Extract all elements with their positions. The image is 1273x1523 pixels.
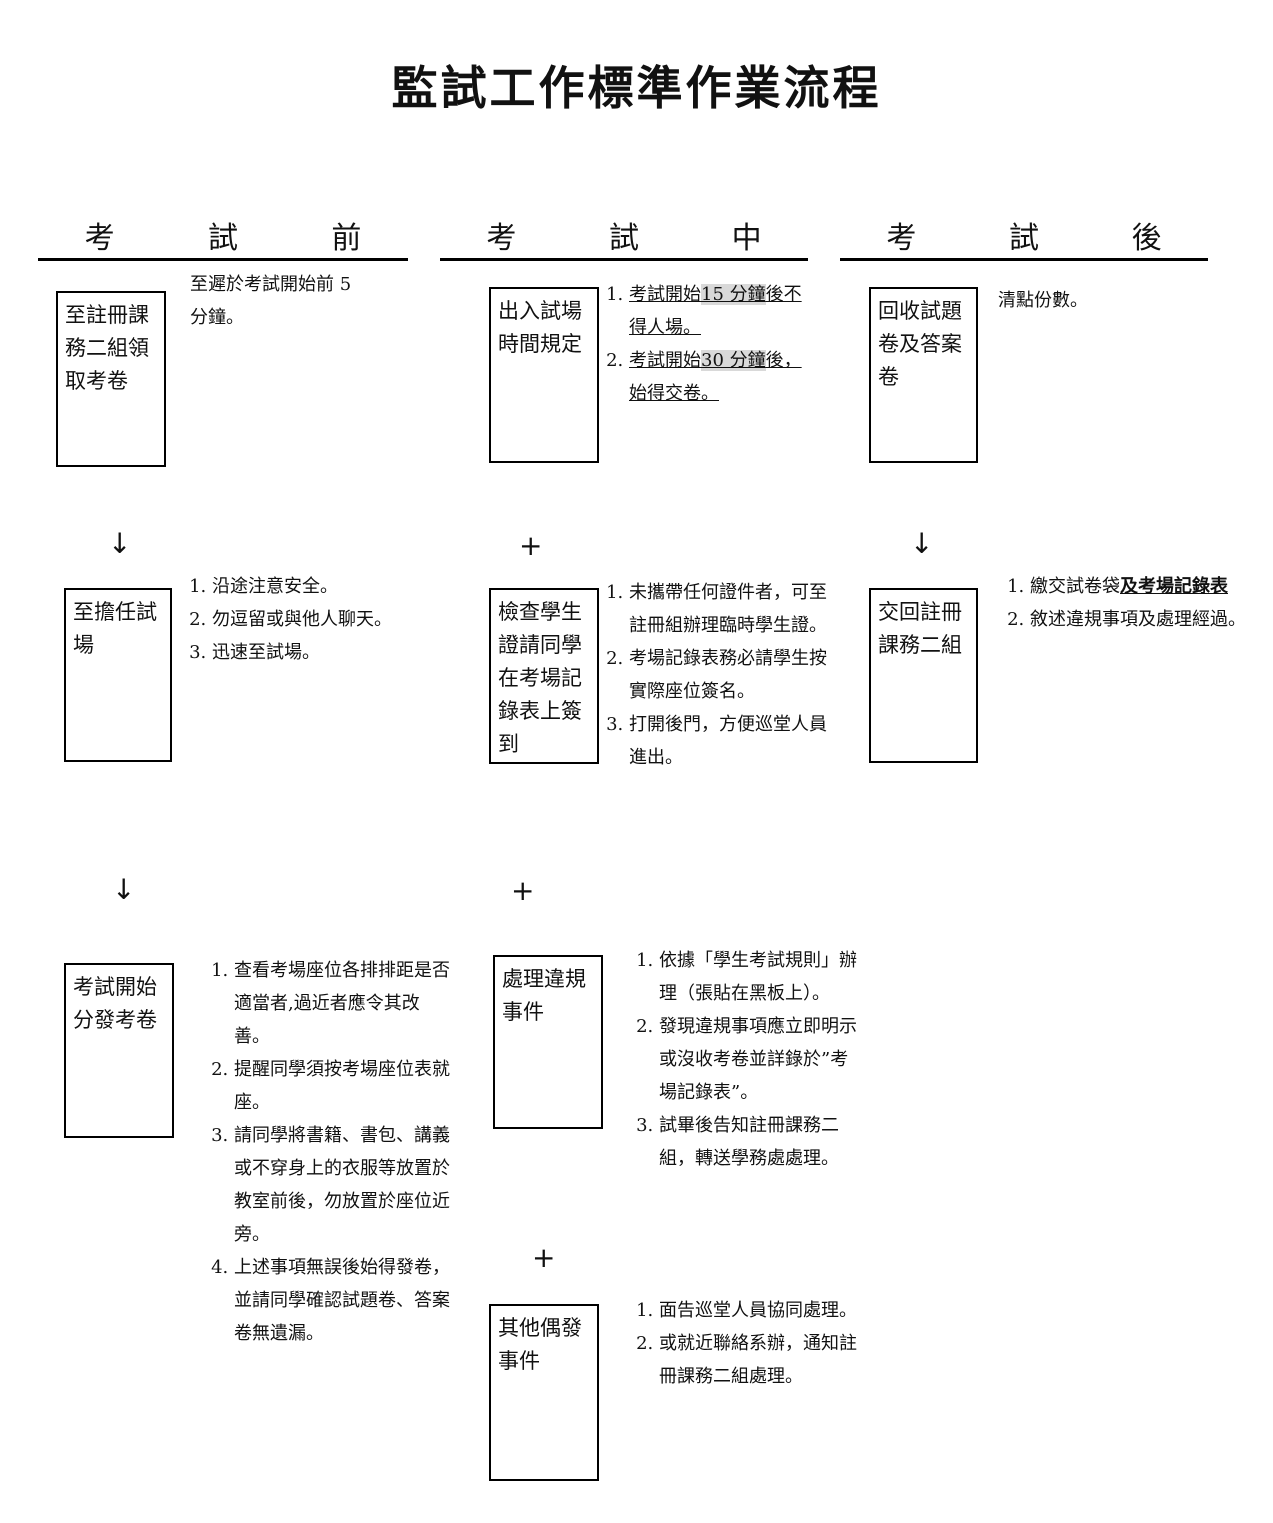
note-item: 敘述違規事項及處理經過。: [1030, 603, 1248, 636]
note-emphasis: 及考場記錄表: [1120, 576, 1228, 597]
note-item: 考試開始15 分鐘後不得人場。: [629, 278, 817, 344]
phase-header-before: 考 試 前: [38, 220, 408, 261]
step-box-check-student-id: 檢查學生證請同學在考場記錄表上簽到: [489, 588, 599, 764]
step-note-collect-exam-papers: 清點份數。: [998, 290, 1088, 311]
phase-char: 考: [886, 221, 917, 256]
note-item: 沿途注意安全。: [212, 570, 430, 603]
note-item: 發現違規事項應立即明示或沒收考卷並詳錄於”考場記錄表”。: [659, 1010, 857, 1109]
note-item: 或就近聯絡系辦，通知註冊課務二組處理。: [659, 1327, 857, 1393]
step-box-handle-violations: 處理違規事件: [493, 955, 603, 1129]
note-text: 考試開始: [629, 284, 701, 305]
arrow-down-icon: ↓: [112, 873, 136, 906]
note-item: 查看考場座位各排排距是否適當者,過近者應令其改善。: [234, 954, 452, 1053]
note-item: 考試開始30 分鐘後，始得交卷。: [629, 344, 817, 410]
step-notes-check-student-id: 未攜帶任何證件者，可至註冊組辦理臨時學生證。 考場記錄表務必請學生按實際座位簽名…: [607, 576, 829, 774]
step-box-entry-exit-rules: 出入試場時間規定: [489, 287, 599, 463]
note-item: 打開後門，方便巡堂人員進出。: [629, 708, 829, 774]
phase-char: 試: [207, 221, 238, 256]
step-box-distribute-papers: 考試開始分發考卷: [64, 963, 174, 1138]
step-box-go-to-exam-room: 至擔任試場: [64, 588, 172, 762]
note-item: 請同學將書籍、書包、講義或不穿身上的衣服等放置於教室前後，勿放置於座位近旁。: [234, 1119, 452, 1251]
note-item: 繳交試卷袋及考場記錄表: [1030, 570, 1248, 603]
plus-icon: +: [511, 874, 535, 907]
step-note-collect-papers: 至遲於考試開始前 5 分鐘。: [190, 274, 352, 328]
note-item: 迅速至試場。: [212, 636, 430, 669]
arrow-down-icon: ↓: [910, 527, 934, 560]
note-item: 提醒同學須按考場座位表就座。: [234, 1053, 452, 1119]
phase-char: 中: [731, 221, 762, 256]
note-text: 繳交試卷袋: [1030, 576, 1120, 597]
phase-char: 前: [331, 221, 362, 256]
phase-char: 試: [1008, 221, 1039, 256]
step-box-other-incidents: 其他偶發事件: [489, 1304, 599, 1481]
note-text: 後不得人場。: [629, 284, 802, 338]
arrow-down-icon: ↓: [108, 527, 132, 560]
step-notes-return-to-registry: 繳交試卷袋及考場記錄表 敘述違規事項及處理經過。: [1008, 570, 1248, 636]
plus-icon: +: [519, 529, 543, 562]
step-box-collect-exam-papers: 回收試題卷及答案卷: [869, 287, 978, 463]
step-notes-distribute-papers: 查看考場座位各排排距是否適當者,過近者應令其改善。 提醒同學須按考場座位表就座。…: [212, 954, 452, 1350]
note-item: 試畢後告知註冊課務二組，轉送學務處處理。: [659, 1109, 857, 1175]
step-box-return-to-registry: 交回註冊課務二組: [869, 588, 978, 763]
phase-header-after: 考 試 後: [840, 220, 1208, 261]
note-text: 後，始得交卷。: [629, 350, 802, 404]
step-notes-other-incidents: 面告巡堂人員協同處理。 或就近聯絡系辦，通知註冊課務二組處理。: [637, 1294, 857, 1393]
step-notes-handle-violations: 依據「學生考試規則」辦理（張貼在黑板上）。 發現違規事項應立即明示或沒收考卷並詳…: [637, 944, 857, 1175]
note-item: 勿逗留或與他人聊天。: [212, 603, 430, 636]
phase-char: 考: [84, 221, 115, 256]
phase-header-during: 考 試 中: [440, 220, 808, 261]
note-item: 上述事項無誤後始得發卷，並請同學確認試題卷、答案卷無遺漏。: [234, 1251, 452, 1350]
phase-char: 試: [608, 221, 639, 256]
step-notes-go-to-exam-room: 沿途注意安全。 勿逗留或與他人聊天。 迅速至試場。: [190, 570, 430, 669]
note-item: 面告巡堂人員協同處理。: [659, 1294, 857, 1327]
phase-char: 考: [486, 221, 517, 256]
note-highlight: 15 分鐘: [701, 284, 766, 305]
note-highlight: 30 分鐘: [701, 350, 766, 371]
phase-char: 後: [1131, 221, 1162, 256]
note-item: 依據「學生考試規則」辦理（張貼在黑板上）。: [659, 944, 857, 1010]
plus-icon: +: [532, 1241, 556, 1274]
page-title: 監試工作標準作業流程: [391, 61, 882, 115]
step-notes-entry-exit-rules: 考試開始15 分鐘後不得人場。 考試開始30 分鐘後，始得交卷。: [607, 278, 817, 410]
note-item: 未攜帶任何證件者，可至註冊組辦理臨時學生證。: [629, 576, 829, 642]
step-box-collect-papers: 至註冊課務二組領取考卷: [56, 291, 166, 467]
note-text: 考試開始: [629, 350, 701, 371]
note-item: 考場記錄表務必請學生按實際座位簽名。: [629, 642, 829, 708]
